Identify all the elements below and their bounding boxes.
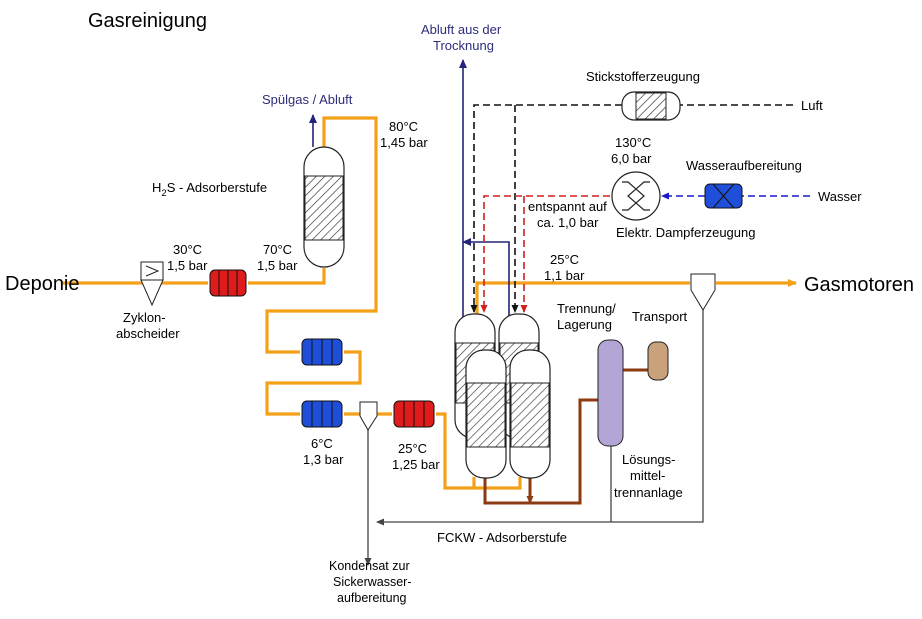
transport-tank xyxy=(647,341,669,381)
spuelgas-label: Spülgas / Abluft xyxy=(262,92,353,107)
cond-6-pressure: 1,3 bar xyxy=(303,452,344,467)
heater-1 xyxy=(209,269,247,297)
cond-80-pressure: 1,45 bar xyxy=(380,135,428,150)
cooler-1 xyxy=(301,338,343,366)
luft-label: Luft xyxy=(801,98,823,113)
fckw-label: FCKW - Adsorberstufe xyxy=(437,530,567,545)
cond-70-pressure: 1,5 bar xyxy=(257,258,298,273)
transport-label: Transport xyxy=(632,309,688,324)
cooler-2 xyxy=(301,400,343,428)
gas-pipe-h2s-out xyxy=(265,116,378,354)
steam-generator xyxy=(611,171,661,221)
stickstoff-label: Stickstofferzeugung xyxy=(586,69,700,84)
heater-2 xyxy=(393,400,435,428)
zyklon-label-2: abscheider xyxy=(116,326,180,341)
entspannt-label-2: ca. 1,0 bar xyxy=(537,215,599,230)
cond-130-pressure: 6,0 bar xyxy=(611,151,652,166)
h2s-stage-label: H2S - Adsorberstufe xyxy=(152,180,267,199)
wasseraufbereitung-label: Wasseraufbereitung xyxy=(686,158,802,173)
dampf-label: Elektr. Dampferzeugung xyxy=(616,225,755,240)
cond-130-temp: 130°C xyxy=(615,135,651,150)
trennung-label-1: Trennung/ xyxy=(557,301,616,316)
cond-25a-temp: 25°C xyxy=(398,441,427,456)
cond-6-temp: 6°C xyxy=(311,436,333,451)
gas-pipe-to-fckw-2 xyxy=(474,477,522,490)
page-title: Gasreinigung xyxy=(88,10,207,32)
nitrogen-line-out xyxy=(470,104,622,313)
abluft-label-2: Trocknung xyxy=(433,38,494,53)
loesung-label-2: mittel- xyxy=(630,468,665,483)
kondensat-label-3: aufbereitung xyxy=(337,591,407,605)
zyklon-label-1: Zyklon- xyxy=(123,310,166,325)
water-treatment-unit xyxy=(704,183,743,209)
gas-pipe-cooler-loop xyxy=(265,350,362,416)
solvent-line xyxy=(483,398,598,505)
wasser-label: Wasser xyxy=(818,189,862,204)
kondensat-label-1: Kondensat zur xyxy=(329,559,410,573)
outlet-separator xyxy=(690,273,716,311)
condensate-separator xyxy=(359,401,378,431)
fckw-adsorber-front-right xyxy=(509,349,551,479)
abluft-label-1: Abluft aus der xyxy=(421,22,502,37)
cond-25b-pressure: 1,1 bar xyxy=(544,268,585,283)
separation-storage-tank xyxy=(597,339,624,447)
cond-70-temp: 70°C xyxy=(263,242,292,257)
gasmotoren-label: Gasmotoren xyxy=(804,274,914,296)
cond-30-pressure: 1,5 bar xyxy=(167,258,208,273)
return-line xyxy=(376,310,704,526)
nitrogen-generator xyxy=(621,91,681,121)
abluft-branch xyxy=(462,238,510,318)
fckw-adsorber-front-left xyxy=(465,349,507,479)
gas-pipe-to-h2s xyxy=(248,268,326,285)
entspannt-label-1: entspannt auf xyxy=(528,199,607,214)
loesung-label-1: Lösungs- xyxy=(622,452,675,467)
cond-30-temp: 30°C xyxy=(173,242,202,257)
h2s-adsorber xyxy=(303,146,345,268)
deponie-label: Deponie xyxy=(5,273,80,295)
cond-25a-pressure: 1,25 bar xyxy=(392,457,440,472)
kondensat-label-2: Sickerwasser- xyxy=(333,575,412,589)
steam-line xyxy=(480,195,610,313)
trennung-label-2: Lagerung xyxy=(557,317,612,332)
gas-pipe-to-fckw xyxy=(436,412,476,490)
loesung-label-3: trennanlage xyxy=(614,485,683,500)
cond-25b-temp: 25°C xyxy=(550,252,579,267)
cond-80-temp: 80°C xyxy=(389,119,418,134)
cyclone-separator xyxy=(140,261,164,307)
